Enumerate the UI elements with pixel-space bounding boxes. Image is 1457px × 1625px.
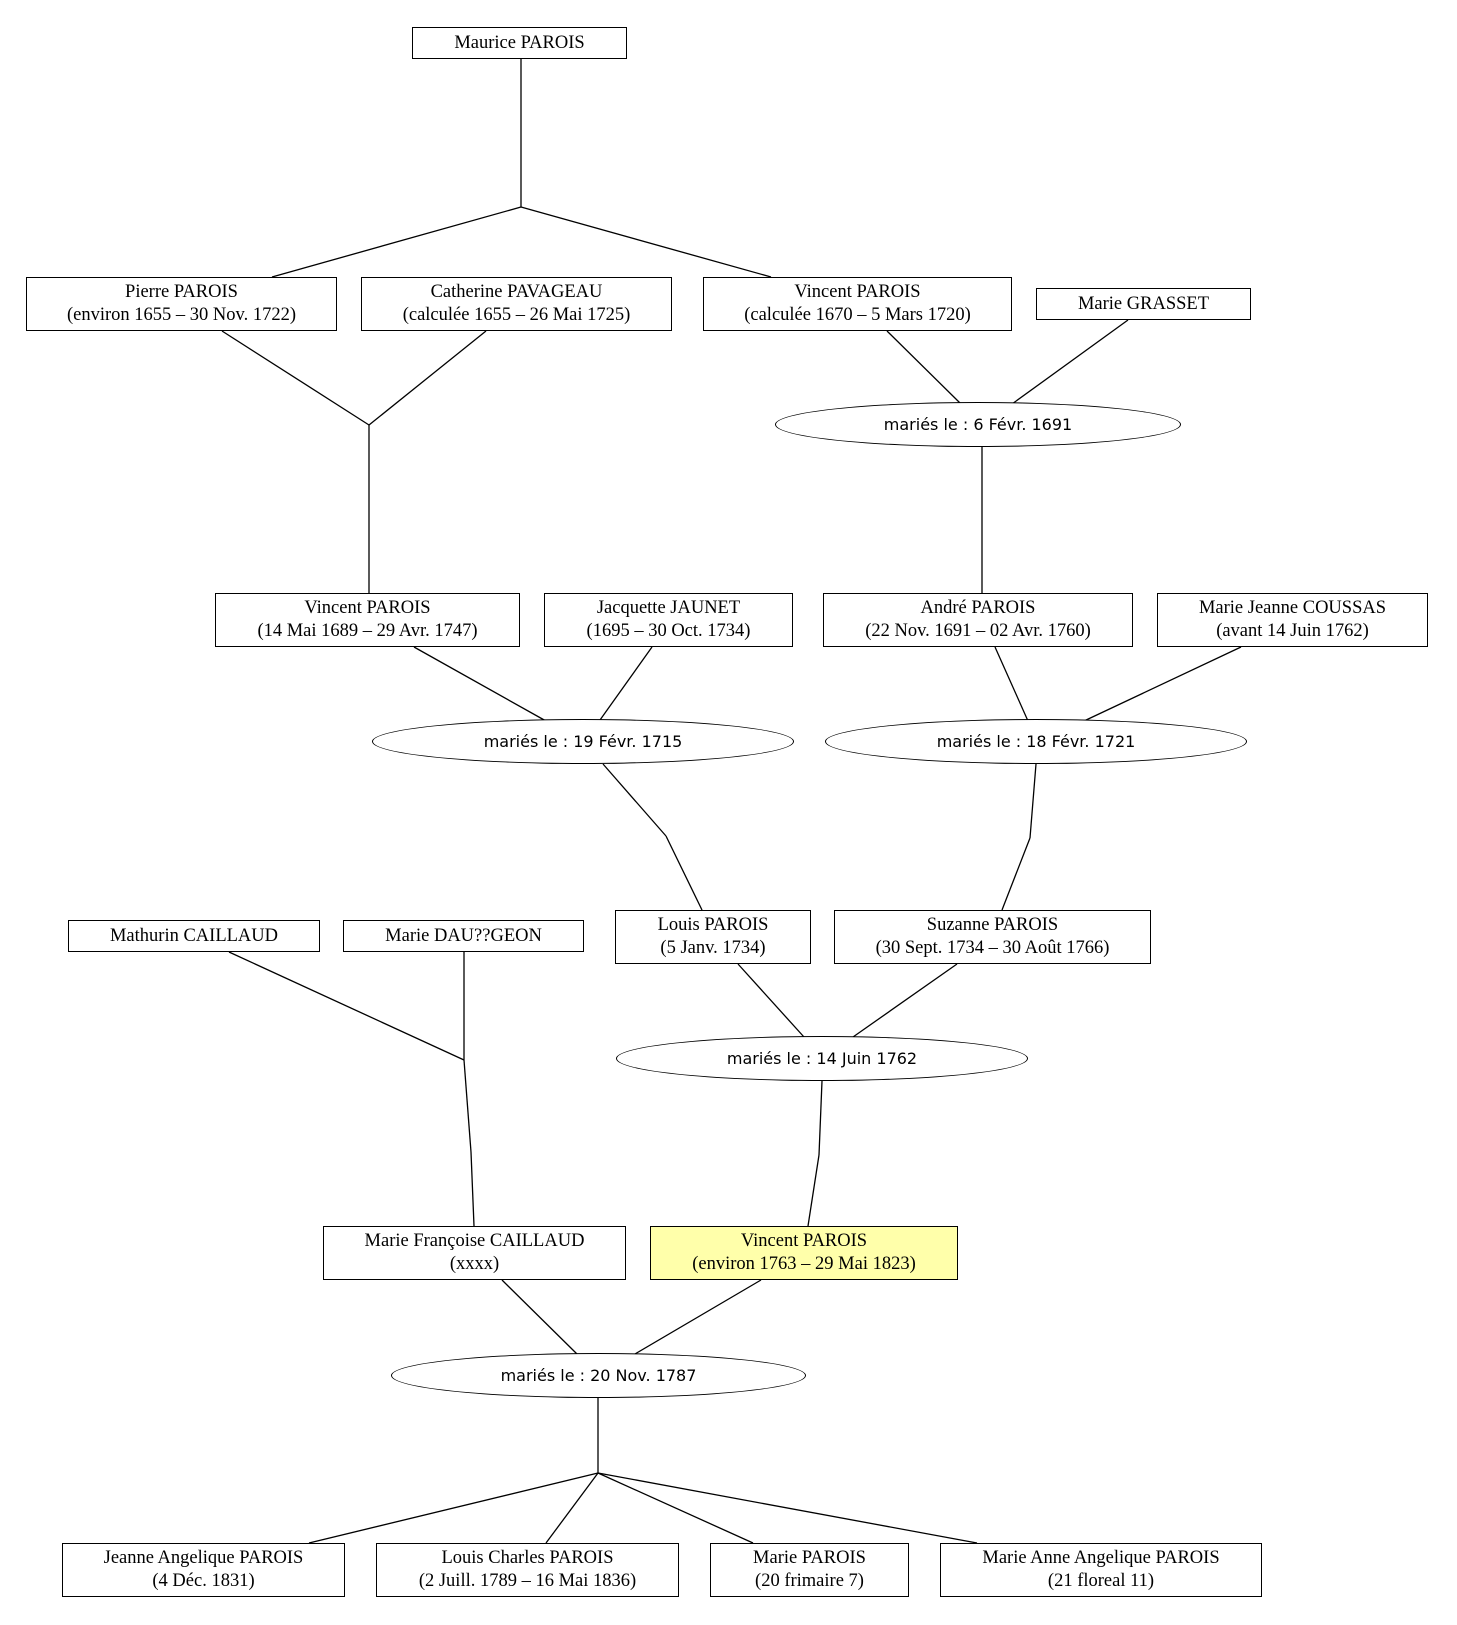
person-marie-francoise-caillaud[interactable]: Marie Françoise CAILLAUD (xxxx)	[323, 1226, 626, 1280]
connector-line	[818, 1080, 823, 1156]
person-dates: (4 Déc. 1831)	[152, 1571, 255, 1591]
person-name: Maurice PAROIS	[454, 32, 585, 53]
connector-line	[271, 206, 522, 278]
marriage-1715[interactable]: mariés le : 19 Févr. 1715	[372, 719, 794, 764]
connector-line	[1001, 837, 1031, 911]
person-louis-parois[interactable]: Louis PAROIS (5 Janv. 1734)	[615, 910, 811, 964]
person-name: Marie DAU??GEON	[385, 925, 542, 946]
connector-line	[463, 1059, 472, 1153]
person-suzanne-parois[interactable]: Suzanne PAROIS (30 Sept. 1734 – 30 Août …	[834, 910, 1151, 964]
person-dates: (environ 1763 – 29 Mai 1823)	[692, 1254, 916, 1274]
connector-line	[994, 646, 1029, 722]
connector-line	[665, 835, 703, 911]
connector-line	[470, 1151, 475, 1227]
person-name: Suzanne PAROIS	[926, 915, 1059, 935]
person-marie-grasset[interactable]: Marie GRASSET	[1036, 288, 1251, 320]
person-dates: (1695 – 30 Oct. 1734)	[586, 621, 751, 641]
connector-line	[886, 330, 961, 404]
marriage-label: mariés le : 14 Juin 1762	[726, 1049, 918, 1068]
marriage-1787[interactable]: mariés le : 20 Nov. 1787	[391, 1353, 806, 1398]
person-dates: (avant 14 Juin 1762)	[1216, 621, 1369, 641]
person-name: Marie Anne Angelique PAROIS	[982, 1548, 1220, 1568]
person-dates: (2 Juill. 1789 – 16 Mai 1836)	[418, 1571, 637, 1591]
person-dates: (calculée 1655 – 26 Mai 1725)	[402, 305, 631, 325]
person-name: Louis PAROIS	[657, 915, 769, 935]
person-dates: (30 Sept. 1734 – 30 Août 1766)	[875, 938, 1110, 958]
marriage-label: mariés le : 6 Févr. 1691	[883, 415, 1073, 434]
person-vincent-parois-1763[interactable]: Vincent PAROIS (environ 1763 – 29 Mai 18…	[650, 1226, 958, 1280]
person-dates: (21 floreal 11)	[1047, 1571, 1155, 1591]
person-dates: (14 Mai 1689 – 29 Avr. 1747)	[257, 621, 478, 641]
person-dates: (calculée 1670 – 5 Mars 1720)	[744, 305, 971, 325]
connector-line	[737, 963, 805, 1038]
person-louis-charles-parois[interactable]: Louis Charles PAROIS (2 Juill. 1789 – 16…	[376, 1543, 679, 1597]
connector-line	[545, 1472, 599, 1544]
connector-line	[308, 1472, 599, 1544]
person-name: Marie GRASSET	[1077, 293, 1210, 314]
person-name: Vincent PAROIS	[740, 1231, 868, 1251]
person-dates: (20 frimaire 7)	[755, 1571, 864, 1591]
person-marie-dau-geon[interactable]: Marie DAU??GEON	[343, 920, 584, 952]
connector-line	[1029, 763, 1037, 839]
connector-line	[599, 646, 653, 721]
person-name: Jeanne Angelique PAROIS	[103, 1548, 304, 1568]
person-name: Marie PAROIS	[753, 1548, 866, 1568]
person-jacquette-jaunet[interactable]: Jacquette JAUNET (1695 – 30 Oct. 1734)	[544, 593, 793, 647]
person-name: Jacquette JAUNET	[596, 598, 741, 618]
person-name: Louis Charles PAROIS	[441, 1548, 614, 1568]
person-dates: (22 Nov. 1691 – 02 Avr. 1760)	[865, 621, 1091, 641]
connector-line	[368, 330, 487, 426]
person-maurice-parois[interactable]: Maurice PAROIS	[412, 27, 627, 59]
connector-line	[221, 330, 370, 426]
person-name: Vincent PAROIS	[794, 282, 921, 302]
connector-line	[852, 963, 958, 1038]
person-dates: (xxxx)	[449, 1254, 500, 1274]
person-andre-parois[interactable]: André PAROIS (22 Nov. 1691 – 02 Avr. 176…	[823, 593, 1133, 647]
person-pierre-parois[interactable]: Pierre PAROIS (environ 1655 – 30 Nov. 17…	[26, 277, 337, 331]
person-vincent-parois-1670[interactable]: Vincent PAROIS (calculée 1670 – 5 Mars 1…	[703, 277, 1012, 331]
person-vincent-parois-1689[interactable]: Vincent PAROIS (14 Mai 1689 – 29 Avr. 17…	[215, 593, 520, 647]
marriage-1691[interactable]: mariés le : 6 Févr. 1691	[775, 402, 1181, 447]
person-marie-jeanne-coussas[interactable]: Marie Jeanne COUSSAS (avant 14 Juin 1762…	[1157, 593, 1428, 647]
person-dates: (environ 1655 – 30 Nov. 1722)	[67, 305, 296, 325]
marriage-1762[interactable]: mariés le : 14 Juin 1762	[616, 1036, 1028, 1081]
connector-line	[602, 763, 667, 837]
person-name: Marie Françoise CAILLAUD	[364, 1231, 585, 1251]
person-mathurin-caillaud[interactable]: Mathurin CAILLAUD	[68, 920, 320, 952]
person-name: André PAROIS	[920, 598, 1036, 618]
person-name: Marie Jeanne COUSSAS	[1198, 598, 1387, 618]
connector-line	[520, 206, 772, 278]
person-name: Pierre PAROIS	[125, 282, 238, 302]
person-catherine-pavageau[interactable]: Catherine PAVAGEAU (calculée 1655 – 26 M…	[361, 277, 672, 331]
connector-line	[1011, 319, 1129, 405]
marriage-label: mariés le : 19 Févr. 1715	[483, 732, 683, 751]
person-name: Mathurin CAILLAUD	[109, 925, 279, 946]
connector-line	[634, 1279, 762, 1355]
connector-line	[597, 1472, 754, 1544]
connector-line	[501, 1279, 578, 1355]
connector-line	[413, 646, 547, 722]
connector-line	[807, 1154, 820, 1227]
person-jeanne-angelique-parois[interactable]: Jeanne Angelique PAROIS (4 Déc. 1831)	[62, 1543, 345, 1597]
connector-line	[1083, 646, 1242, 722]
person-dates: (5 Janv. 1734)	[660, 938, 766, 958]
marriage-label: mariés le : 20 Nov. 1787	[500, 1366, 697, 1385]
marriage-1721[interactable]: mariés le : 18 Févr. 1721	[825, 719, 1247, 764]
marriage-label: mariés le : 18 Févr. 1721	[936, 732, 1136, 751]
person-name: Vincent PAROIS	[304, 598, 431, 618]
connector-line	[597, 1472, 978, 1544]
connector-line	[228, 951, 465, 1061]
person-name: Catherine PAVAGEAU	[430, 282, 603, 302]
person-marie-parois[interactable]: Marie PAROIS (20 frimaire 7)	[710, 1543, 909, 1597]
person-marie-anne-angelique-parois[interactable]: Marie Anne Angelique PAROIS (21 floreal …	[940, 1543, 1262, 1597]
